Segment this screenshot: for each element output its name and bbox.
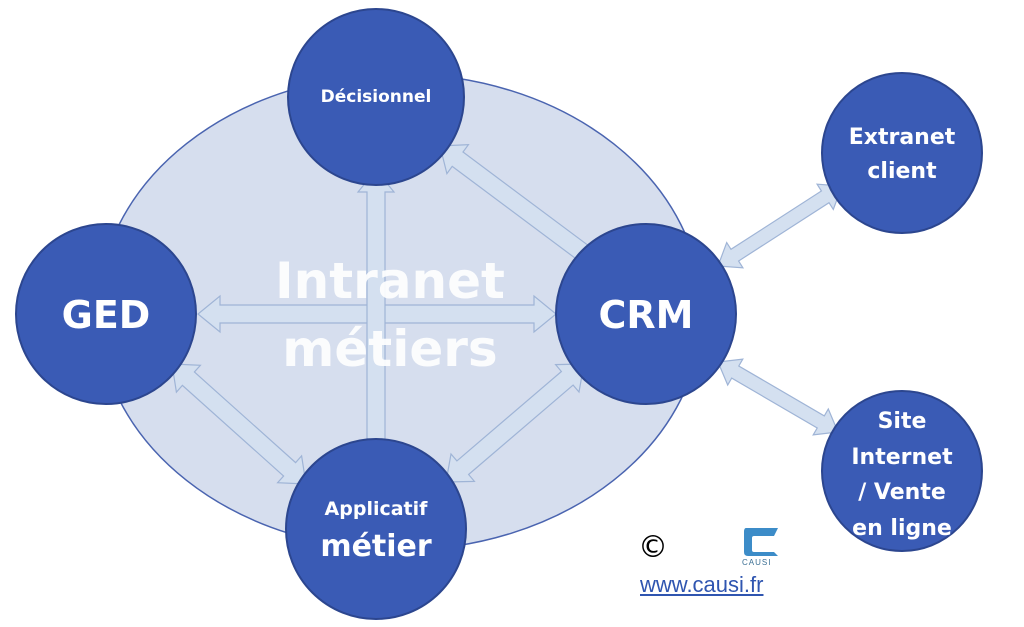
node-site-label-line1: Site	[878, 409, 927, 434]
node-extranet-label-line1: Extranet	[849, 125, 956, 150]
arrow-crm-extranet	[717, 183, 843, 269]
node-applicatif-label-line2: métier	[320, 529, 432, 564]
node-decisionnel-label: Décisionnel	[321, 87, 432, 107]
node-applicatif-metier: Applicatif métier	[285, 438, 467, 620]
logo-text: CAUSI	[742, 558, 772, 567]
node-ged: GED	[15, 223, 197, 405]
node-extranet-label-line2: client	[867, 159, 937, 184]
arrow-crm-decisionnel	[439, 144, 597, 267]
website-link[interactable]: www.causi.fr	[640, 572, 764, 597]
center-label-line1: Intranet	[275, 252, 505, 310]
causi-logo-icon	[744, 528, 778, 556]
node-site-internet: Site Internet / Vente en ligne	[821, 390, 983, 552]
arrow-crm-site	[717, 358, 839, 436]
node-site-label-line4: en ligne	[852, 516, 952, 541]
copyright-symbol: ©	[638, 530, 668, 565]
node-site-label-line3: / Vente	[858, 480, 946, 505]
node-decisionnel: Décisionnel	[287, 8, 465, 186]
node-crm: CRM	[555, 223, 737, 405]
center-label-line2: métiers	[282, 320, 497, 378]
node-site-label-line2: Internet	[851, 445, 953, 470]
node-crm-label: CRM	[599, 293, 694, 337]
node-applicatif-label-line1: Applicatif	[325, 498, 429, 520]
node-extranet-client: Extranet client	[821, 72, 983, 234]
node-ged-label: GED	[62, 293, 151, 337]
